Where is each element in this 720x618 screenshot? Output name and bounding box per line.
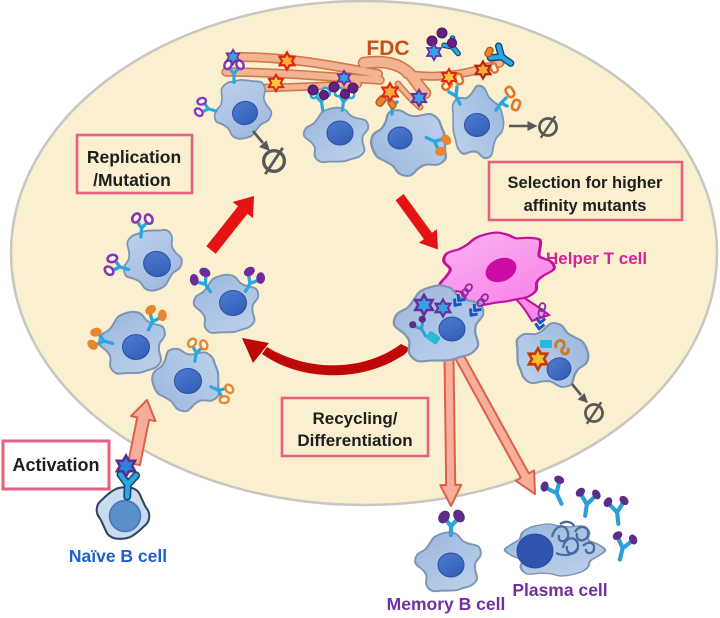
svg-text:Differentiation: Differentiation [297,431,412,450]
svg-text:Selection for higher: Selection for higher [508,174,664,192]
svg-text:/Mutation: /Mutation [93,170,171,190]
svg-text:Naïve B cell: Naïve B cell [69,546,167,566]
svg-text:affinity mutants: affinity mutants [524,197,647,215]
svg-text:Memory B cell: Memory B cell [387,594,506,614]
svg-text:Activation: Activation [12,455,99,475]
svg-text:Recycling/: Recycling/ [312,409,397,428]
svg-text:FDC: FDC [366,37,409,60]
svg-text:Replication: Replication [87,147,181,167]
svg-text:Plasma cell: Plasma cell [512,580,607,600]
svg-text:Helper T cell: Helper T cell [546,249,647,268]
